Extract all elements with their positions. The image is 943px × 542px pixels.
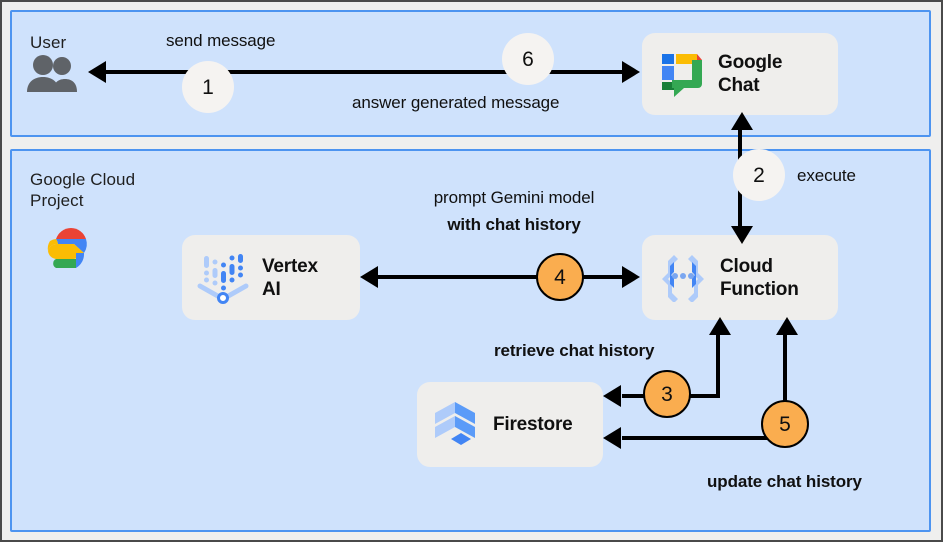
label-send-message: send message <box>166 31 276 50</box>
panel-google-cloud-project: Google Cloud Project <box>10 149 931 532</box>
edge-vertex-arrow-left <box>360 266 378 288</box>
badge-step-1-number: 1 <box>202 75 214 99</box>
node-vertex-ai[interactable]: Vertex AI <box>182 235 360 320</box>
cloud-function-icon <box>656 248 710 307</box>
node-vertex-ai-label: Vertex AI <box>262 255 318 300</box>
badge-step-6: 6 <box>502 33 554 85</box>
node-google-chat[interactable]: Google Chat <box>642 33 838 115</box>
node-cloud-function[interactable]: Cloud Function <box>642 235 838 320</box>
badge-step-2: 2 <box>733 149 785 201</box>
vertex-ai-icon <box>196 246 252 309</box>
label-answer-generated-message: answer generated message <box>352 93 560 112</box>
badge-step-2-number: 2 <box>753 163 765 187</box>
panel-user-title: User <box>30 33 67 52</box>
edge-retrieve-arrow-up <box>709 317 731 335</box>
node-firestore-label: Firestore <box>493 414 573 435</box>
badge-step-1: 1 <box>182 61 234 113</box>
node-google-chat-label: Google Chat <box>718 52 783 96</box>
badge-step-5-number: 5 <box>779 412 791 436</box>
node-firestore[interactable]: Firestore <box>417 382 603 467</box>
badge-step-5: 5 <box>761 400 809 448</box>
label-prompt-gemini-line2: with chat history <box>447 215 581 234</box>
badge-step-6-number: 6 <box>522 47 534 71</box>
edge-user-chat-line <box>106 70 630 74</box>
node-cloud-function-label: Cloud Function <box>720 255 799 300</box>
badge-step-3: 3 <box>643 370 691 418</box>
edge-execute-arrow-up <box>731 112 753 130</box>
label-prompt-gemini-line1: prompt Gemini model <box>433 188 595 207</box>
label-retrieve-chat-history: retrieve chat history <box>494 341 655 360</box>
edge-update-arrow-up <box>776 317 798 335</box>
edge-execute-arrow-down <box>731 226 753 244</box>
edge-user-chat-arrow-left <box>88 61 106 83</box>
edge-function-arrow-right <box>622 266 640 288</box>
badge-step-4: 4 <box>536 253 584 301</box>
edge-update-horizontal <box>622 436 787 440</box>
badge-step-4-number: 4 <box>554 265 566 289</box>
user-icon <box>24 54 82 99</box>
google-chat-icon <box>656 46 708 103</box>
badge-step-3-number: 3 <box>661 382 673 406</box>
edge-vertex-function-line <box>378 275 630 279</box>
edge-retrieve-arrow-left <box>603 385 621 407</box>
edge-update-vertical <box>783 332 787 438</box>
panel-gcp-title: Google Cloud Project <box>30 170 136 210</box>
firestore-icon <box>431 395 483 454</box>
label-execute: execute <box>797 166 856 185</box>
google-cloud-icon <box>40 224 102 279</box>
edge-retrieve-vertical <box>716 332 720 398</box>
label-update-chat-history: update chat history <box>707 472 862 491</box>
edge-user-chat-arrow-right <box>622 61 640 83</box>
edge-update-arrow-left <box>603 427 621 449</box>
